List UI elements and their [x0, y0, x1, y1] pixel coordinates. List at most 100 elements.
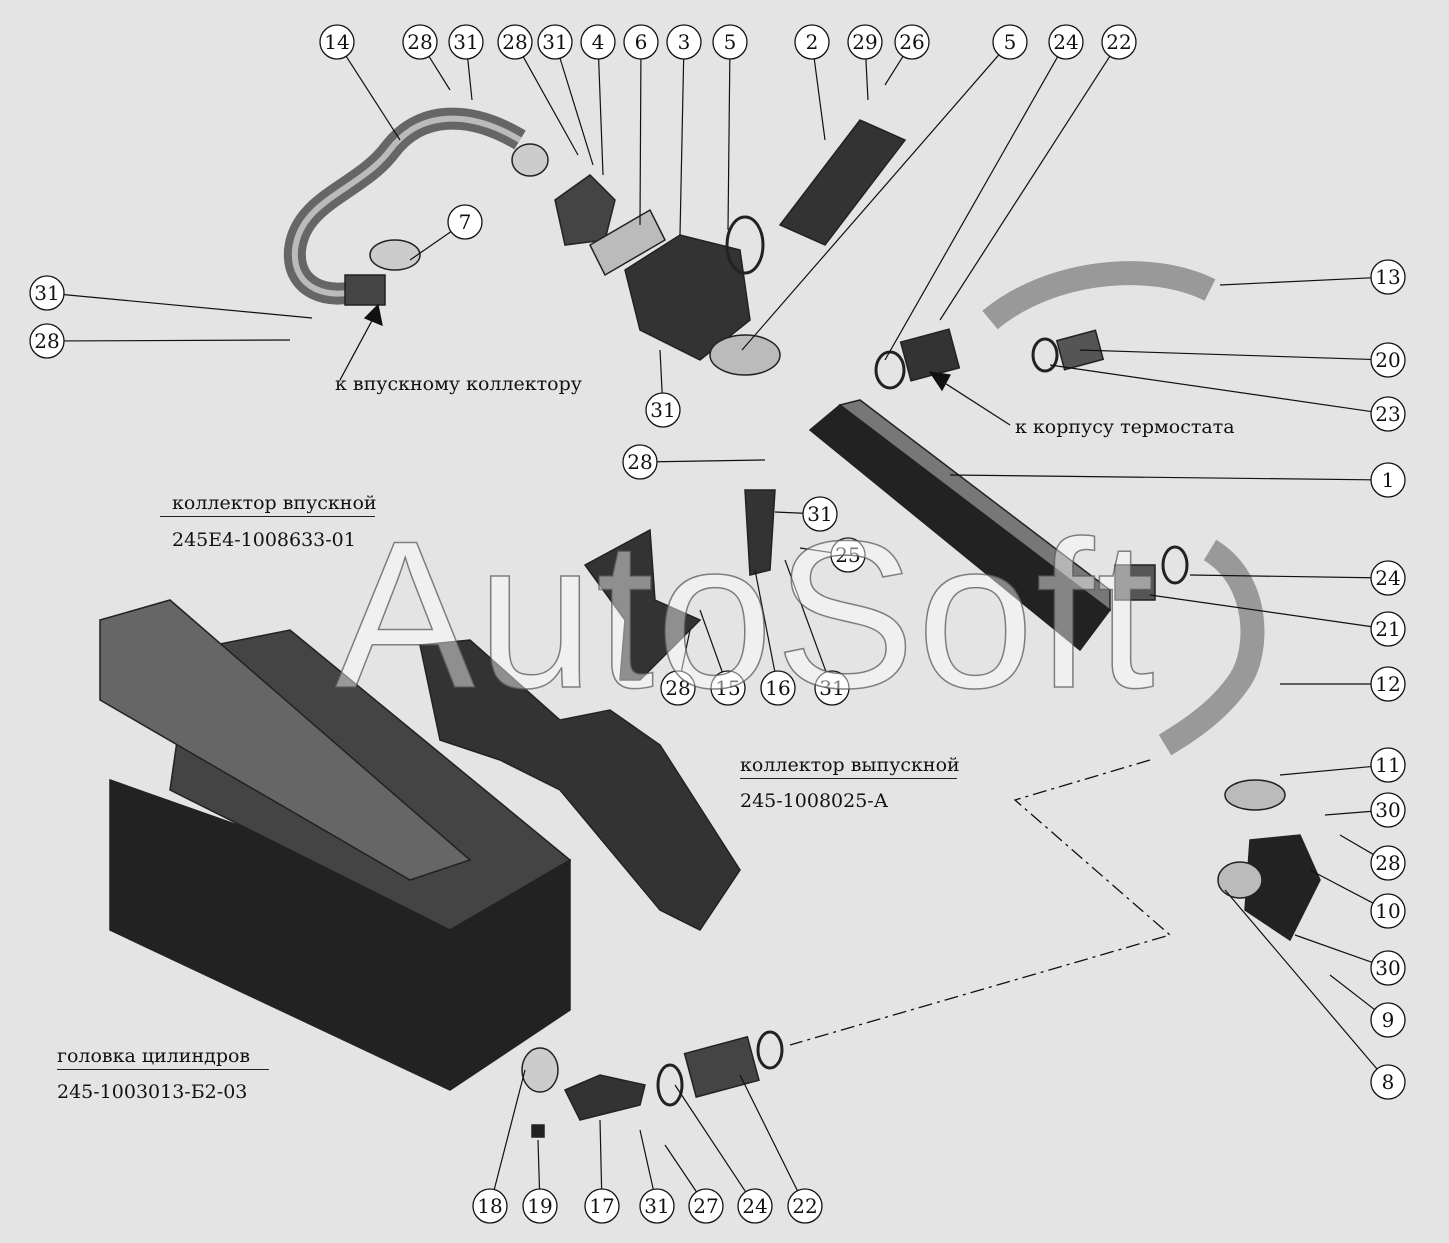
leader-line — [559, 58, 594, 166]
callout-circle — [1370, 792, 1406, 828]
callout-number: 1 — [1382, 468, 1395, 492]
leader-line — [659, 349, 663, 394]
callout-30: 30 — [1370, 792, 1406, 828]
callout-circle — [1370, 396, 1406, 432]
callout-3: 3 — [666, 24, 702, 60]
callout-8: 8 — [1370, 1064, 1406, 1100]
callout-circle — [710, 670, 746, 706]
sleeve-part — [1114, 564, 1156, 601]
callout-28: 28 — [660, 670, 696, 706]
callout-22: 22 — [787, 1188, 823, 1224]
callout-29: 29 — [847, 24, 883, 60]
callout-31: 31 — [537, 24, 573, 60]
callout-number: 2 — [806, 30, 819, 54]
callout-22: 22 — [1101, 24, 1137, 60]
callout-circle — [645, 392, 681, 428]
coolant-pipe-12 — [1158, 539, 1265, 756]
leader-line — [467, 58, 473, 101]
callout-number: 28 — [407, 30, 432, 54]
callout-circle — [623, 24, 659, 60]
callout-18: 18 — [472, 1188, 508, 1224]
callout-13: 13 — [1370, 259, 1406, 295]
callout-number: 17 — [589, 1194, 614, 1218]
clamp-part — [1031, 337, 1059, 373]
leader-line — [727, 58, 731, 231]
leader-line — [680, 629, 691, 672]
cylinder-head-code: 245-1003013-Б2-03 — [57, 1081, 248, 1103]
gasket-part — [369, 239, 421, 271]
leader-line — [599, 1119, 603, 1190]
callout-number: 26 — [899, 30, 924, 54]
leader-line — [409, 231, 452, 261]
callout-31: 31 — [448, 24, 484, 60]
label-to-intake-manifold: к впускному коллектору — [335, 373, 582, 395]
leader-line — [813, 58, 826, 141]
leader-line — [493, 1069, 526, 1190]
callout-15: 15 — [710, 670, 746, 706]
gasket-part — [589, 208, 666, 277]
leader-line — [1294, 934, 1373, 963]
callout-number: 31 — [644, 1194, 669, 1218]
callout-number: 25 — [835, 543, 860, 567]
callout-number: 30 — [1375, 956, 1400, 980]
callout-number: 22 — [1106, 30, 1131, 54]
leader-line — [522, 56, 579, 156]
callout-number: 7 — [459, 210, 472, 234]
leader-line — [784, 559, 827, 673]
callout-circle — [814, 670, 850, 706]
callout-circle — [584, 1188, 620, 1224]
label-to-thermostat-housing: к корпусу термостата — [1015, 416, 1235, 438]
callout-number: 31 — [34, 281, 59, 305]
o-ring-part — [725, 215, 765, 275]
leader-line — [1189, 574, 1372, 579]
callout-number: 5 — [1004, 30, 1017, 54]
callout-number: 23 — [1375, 402, 1400, 426]
callout-number: 5 — [724, 30, 737, 54]
leader-line — [598, 58, 604, 176]
callout-number: 13 — [1375, 265, 1400, 289]
callout-28: 28 — [497, 24, 533, 60]
sleeve-part — [683, 1035, 760, 1099]
callout-circle — [794, 24, 830, 60]
leader-line — [1224, 889, 1378, 1070]
clamp-part — [756, 1030, 784, 1070]
callout-circle — [992, 24, 1028, 60]
callout-number: 11 — [1375, 753, 1400, 777]
callout-number: 20 — [1375, 348, 1400, 372]
leader-line — [1324, 810, 1372, 816]
callout-20: 20 — [1370, 342, 1406, 378]
callout-number: 8 — [1382, 1070, 1395, 1094]
callout-number: 6 — [635, 30, 648, 54]
callout-circle — [537, 24, 573, 60]
exhaust-manifold-code: 245-1008025-А — [740, 790, 889, 812]
callout-31: 31 — [802, 496, 838, 532]
callout-21: 21 — [1370, 611, 1406, 647]
callout-9: 9 — [1370, 1002, 1406, 1038]
leader-line — [537, 1139, 541, 1190]
callout-number: 14 — [324, 30, 349, 54]
leader-line — [949, 474, 1372, 481]
callout-24: 24 — [1048, 24, 1084, 60]
callout-28: 28 — [29, 323, 65, 359]
callout-6: 6 — [623, 24, 659, 60]
callout-circle — [1370, 845, 1406, 881]
gasket-part — [709, 334, 781, 376]
callout-30: 30 — [1370, 950, 1406, 986]
gasket-part — [1217, 861, 1263, 899]
callout-circle — [1048, 24, 1084, 60]
callout-31: 31 — [645, 392, 681, 428]
leader-line — [679, 58, 685, 236]
egr-cooler-top — [838, 399, 1111, 612]
callout-circle — [1370, 560, 1406, 596]
callout-31: 31 — [814, 670, 850, 706]
leader-line — [656, 459, 766, 463]
callout-number: 12 — [1375, 672, 1400, 696]
callout-2: 2 — [794, 24, 830, 60]
leader-line — [1279, 765, 1372, 776]
callout-circle — [1370, 611, 1406, 647]
bracket-15-part — [583, 528, 702, 681]
callout-circle — [447, 204, 483, 240]
callout-circle — [894, 24, 930, 60]
